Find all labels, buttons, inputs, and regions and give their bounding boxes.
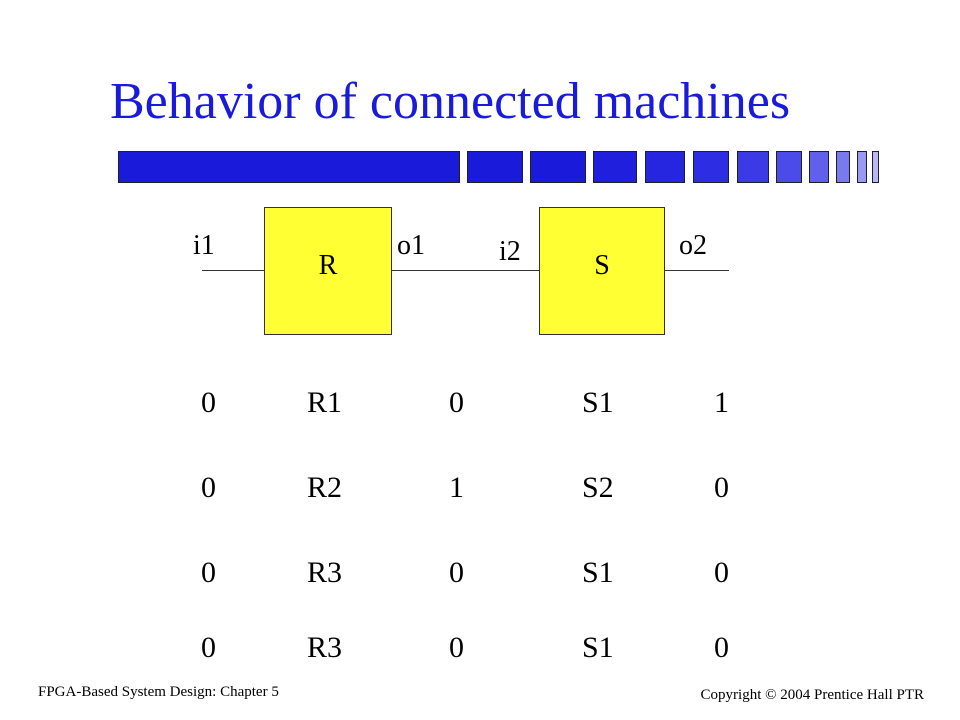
wire-i1	[202, 270, 264, 271]
label-i1: i1	[193, 230, 215, 261]
title-bar-segment	[872, 151, 879, 183]
cell-r-state: R1	[307, 386, 343, 419]
footer-left: FPGA-Based System Design: Chapter 5	[38, 684, 279, 700]
cell-i1: 0	[201, 556, 216, 589]
cell-o2: 0	[714, 631, 729, 664]
footer-right: Copyright © 2004 Prentice Hall PTR	[700, 687, 924, 703]
cell-o1: 1	[449, 471, 464, 504]
label-i2: i2	[499, 236, 521, 267]
cell-s-state: S2	[582, 471, 614, 504]
cell-r-state: R3	[307, 631, 343, 664]
cell-i1: 0	[201, 471, 216, 504]
cell-s-state: S1	[582, 386, 614, 419]
title-bar-segment	[118, 151, 460, 183]
cell-r-state: R2	[307, 471, 343, 504]
cell-o1: 0	[449, 556, 464, 589]
label-o1: o1	[397, 230, 425, 261]
slide-title: Behavior of connected machines	[110, 73, 791, 130]
title-bar-segment	[693, 151, 729, 183]
cell-o2: 1	[714, 386, 729, 419]
machine-r-box: R	[264, 207, 392, 335]
wire-o1-i2	[392, 270, 539, 271]
title-bar-segment	[809, 151, 829, 183]
machine-s-box: S	[539, 207, 665, 335]
title-bar-segment	[836, 151, 850, 183]
title-bar-segment	[857, 151, 867, 183]
wire-o2	[665, 270, 729, 271]
cell-i1: 0	[201, 386, 216, 419]
cell-s-state: S1	[582, 631, 614, 664]
cell-s-state: S1	[582, 556, 614, 589]
title-bar-segment	[776, 151, 802, 183]
title-bar-segment	[593, 151, 637, 183]
title-bar-segment	[467, 151, 523, 183]
cell-o1: 0	[449, 386, 464, 419]
cell-r-state: R3	[307, 556, 343, 589]
cell-o1: 0	[449, 631, 464, 664]
label-o2: o2	[679, 230, 707, 261]
title-bar-segment	[645, 151, 685, 183]
cell-o2: 0	[714, 471, 729, 504]
cell-o2: 0	[714, 556, 729, 589]
title-bar-segment	[530, 151, 586, 183]
cell-i1: 0	[201, 631, 216, 664]
title-bar-segment	[737, 151, 769, 183]
